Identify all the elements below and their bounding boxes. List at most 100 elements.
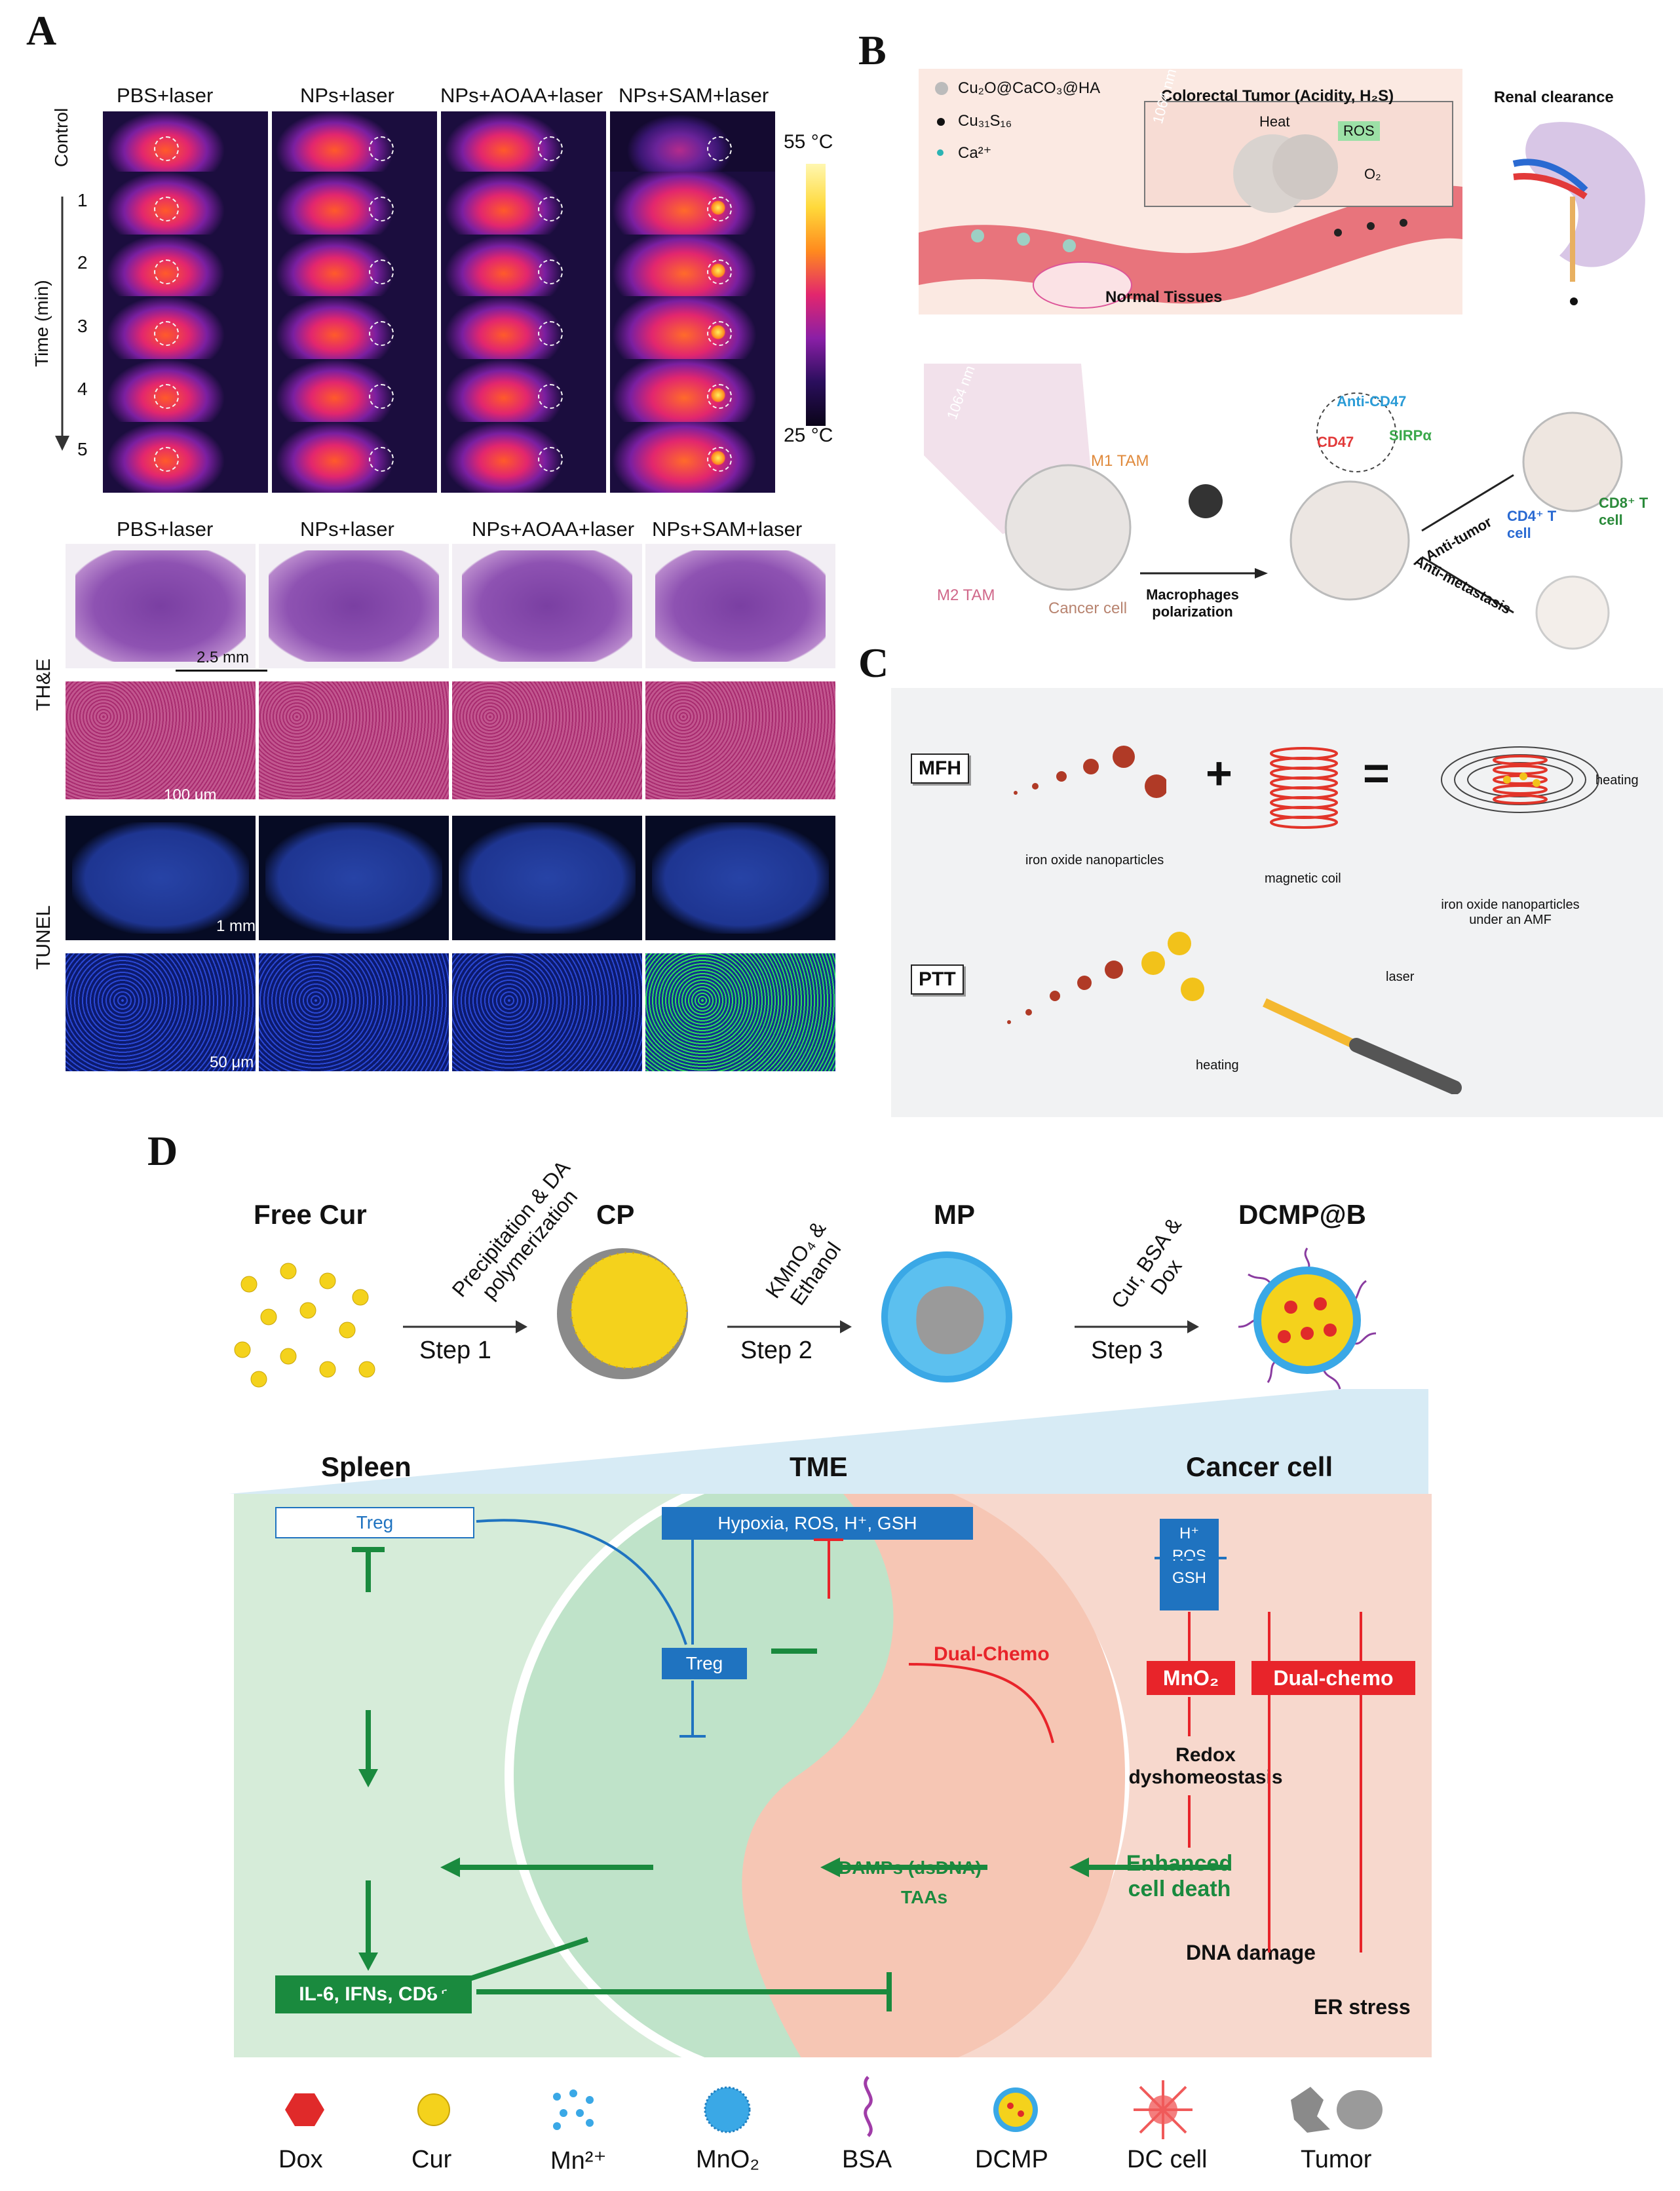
colorbar-max-label: 55 °C: [784, 131, 833, 153]
tumor-roi-circle: [707, 321, 732, 346]
histo-header-pbs: PBS+laser: [117, 518, 214, 541]
heating-label-mfh: heating: [1595, 773, 1639, 788]
tunel-section-image: [645, 816, 835, 940]
legend-dox: Dox: [278, 2146, 323, 2173]
m2-tam-label: M2 TAM: [937, 586, 995, 604]
scale-bar-he-zoom: 100 μm: [164, 786, 217, 804]
macrophage-polarization-label: Macrophages polarization: [1146, 586, 1239, 620]
thermal-image-cell: [610, 359, 775, 430]
tumor-roi-circle: [538, 259, 563, 284]
zoom-wedge: [229, 1389, 1428, 1494]
tumor-roi-circle: [154, 259, 179, 284]
iron-oxide-label: iron oxide nanoparticles: [1025, 853, 1164, 867]
enhanced-cell-death-label: Enhanced cell death: [1126, 1851, 1233, 1901]
thermal-image-cell: [272, 422, 437, 493]
il6-ifn-cd8-box: IL-6, IFNs, CD8⁺: [275, 1975, 472, 2013]
tissue-section: [462, 550, 632, 662]
thermal-image-cell: [272, 359, 437, 430]
renal-clearance-label: Renal clearance: [1494, 88, 1614, 106]
kidney-icon: [1512, 122, 1645, 305]
equals-sign: =: [1363, 748, 1390, 799]
thermal-image-cell: [610, 296, 775, 367]
tumor-roi-circle: [538, 136, 563, 161]
dox-icon: [285, 2093, 324, 2126]
amf-field-icon: [1441, 746, 1599, 813]
tunel-section-image: [66, 816, 256, 940]
he-row-label: TH&E: [33, 658, 54, 711]
row-label-control: Control: [51, 107, 71, 167]
iron-oxide-particles-icon: [1014, 746, 1166, 798]
spleen-heading: Spleen: [321, 1451, 411, 1482]
laser-fiber-icon: [1263, 998, 1462, 1094]
legend-mno2: MnO₂: [696, 2146, 760, 2173]
h-ros-gsh-box: H⁺ ROS GSH: [1160, 1519, 1219, 1610]
step1-arrow-icon: [403, 1320, 527, 1333]
he-zoom-image: [452, 681, 642, 799]
thermal-image-cell: [103, 296, 268, 367]
hotspot-marker: [711, 263, 725, 278]
ros-label: ROS: [1338, 121, 1380, 141]
anti-cd47-label: Anti-CD47: [1337, 393, 1407, 410]
tissue-section: [652, 822, 829, 934]
hypoxia-box: Hypoxia, ROS, H⁺, GSH: [662, 1507, 973, 1540]
mno2-box: MnO₂: [1147, 1661, 1235, 1695]
row-label-3: 3: [77, 316, 88, 336]
bsa-icon: [864, 2076, 873, 2137]
laser-label-ptt: laser: [1386, 970, 1415, 984]
thermal-image-cell: [441, 296, 606, 367]
tunel-row-label: TUNEL: [33, 905, 54, 970]
tumor-roi-circle: [369, 136, 394, 161]
mfh-ptt-schematic: MFH PTT iron oxide nanoparticles + magne…: [891, 688, 1663, 1117]
ros-label-d: ROS: [1172, 1547, 1206, 1565]
mechanism-arrows: [352, 1519, 1362, 2011]
thermal-image-cell: [103, 359, 268, 430]
mn-ion-icon: [553, 2089, 594, 2130]
thermal-image-cell: [610, 111, 775, 182]
legend-ca: Ca²⁺: [958, 144, 992, 162]
thermal-image-cell: [103, 172, 268, 242]
nanoparticle-legend-icon-1: [935, 82, 948, 95]
step3-label: Step 3: [1091, 1337, 1163, 1364]
tumor-roi-circle: [154, 447, 179, 472]
legend-tumor: Tumor: [1301, 2146, 1372, 2173]
tumor-roi-circle: [707, 136, 732, 161]
tissue-section: [75, 550, 246, 662]
cu31s16-legend-icon: [937, 118, 945, 126]
tumor-roi-circle: [369, 321, 394, 346]
step2-desc: KMnO₄ & Ethanol: [761, 1217, 846, 1310]
ptt-particles-icon: [1007, 932, 1204, 1024]
iron-amf-label: iron oxide nanoparticles under an AMF: [1441, 898, 1580, 927]
he-section-image: [452, 544, 642, 668]
row-label-4: 4: [77, 379, 88, 399]
mno2-icon: [704, 2086, 751, 2133]
magnetic-coil-icon: [1270, 747, 1338, 829]
thermal-image-cell: [272, 172, 437, 242]
stage-cp: CP: [596, 1199, 635, 1230]
tumor-roi-circle: [707, 197, 732, 221]
tumor-roi-circle: [538, 321, 563, 346]
mfh-tag: MFH: [911, 753, 969, 784]
dual-chemo-label: Dual-Chemo: [934, 1643, 1050, 1665]
tumor-title: Colorectal Tumor (Acidity, H₂S): [1161, 87, 1394, 105]
time-axis-label: Time (min): [31, 280, 52, 367]
he-section-image: [645, 544, 835, 668]
step3-arrow-icon: [1075, 1320, 1199, 1333]
row-label-2: 2: [77, 252, 88, 273]
thermal-image-cell: [103, 111, 268, 182]
heating-label-ptt: heating: [1196, 1058, 1239, 1073]
mechanism-area: [234, 1494, 1432, 2057]
tunel-section-image: [452, 816, 642, 940]
thermal-header-aoaa: NPs+AOAA+laser: [440, 84, 603, 107]
step2-label: Step 2: [740, 1337, 812, 1364]
thermal-header-pbs: PBS+laser: [117, 84, 214, 107]
cur-icon: [417, 2093, 450, 2126]
cancer-cell-heading: Cancer cell: [1186, 1451, 1333, 1482]
cd4-t-cell-label: CD4⁺ T cell: [1507, 508, 1557, 541]
cd47-label: CD47: [1317, 434, 1354, 450]
thermal-image-cell: [441, 111, 606, 182]
hotspot-marker: [711, 200, 725, 215]
scale-bar-tunel: 1 mm: [216, 917, 256, 935]
tunel-zoom-image: [452, 953, 642, 1071]
legend-cur: Cur: [411, 2146, 452, 2173]
h-label: H⁺: [1179, 1525, 1199, 1542]
